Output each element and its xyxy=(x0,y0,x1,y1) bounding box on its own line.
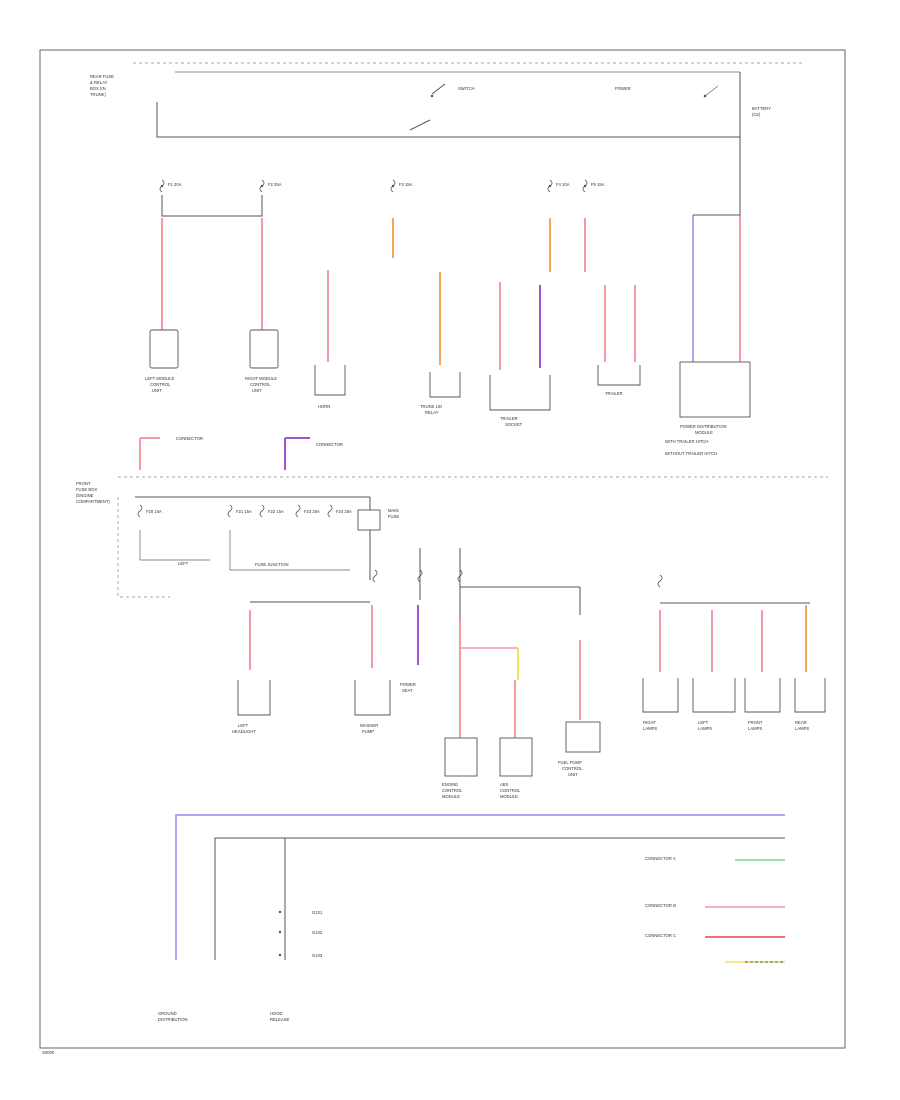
wire-blue xyxy=(175,814,785,960)
svg-text:POWER DISTRIBUTION: POWER DISTRIBUTION xyxy=(680,424,727,429)
svg-text:CONTROL: CONTROL xyxy=(500,788,521,793)
svg-text:F4 10A: F4 10A xyxy=(556,182,570,187)
svg-text:POWER: POWER xyxy=(615,86,631,91)
svg-text:CONNECTOR B: CONNECTOR B xyxy=(645,903,676,908)
horn-label: HORN xyxy=(318,404,330,409)
svg-text:TRAILER: TRAILER xyxy=(500,416,518,421)
svg-text:FUSE: FUSE xyxy=(388,514,399,519)
svg-text:LEFT: LEFT xyxy=(698,720,709,725)
svg-text:RELEASE: RELEASE xyxy=(270,1017,290,1022)
svg-text:G103: G103 xyxy=(312,953,323,958)
svg-text:UNIT: UNIT xyxy=(152,388,162,393)
svg-text:CONTROL: CONTROL xyxy=(442,788,463,793)
svg-text:MODULE: MODULE xyxy=(442,794,460,799)
engine-control-module xyxy=(444,737,478,777)
bottom-section: CONNECTOR A CONNECTOR B CONNECTOR C G101… xyxy=(158,814,785,1022)
svg-text:PUMP: PUMP xyxy=(362,729,374,734)
svg-text:CONNECTOR: CONNECTOR xyxy=(316,442,343,447)
svg-text:F22 15A: F22 15A xyxy=(268,509,284,514)
fuse-f1: F1 20A xyxy=(159,179,182,193)
svg-text:RELAY: RELAY xyxy=(425,410,439,415)
svg-text:HOOD: HOOD xyxy=(270,1011,283,1016)
svg-text:MAIN: MAIN xyxy=(388,508,398,513)
svg-text:F23 20A: F23 20A xyxy=(304,509,320,514)
svg-text:TRUNK LID: TRUNK LID xyxy=(420,404,442,409)
diagram-frame xyxy=(39,49,846,1049)
svg-text:LAMPS: LAMPS xyxy=(698,726,712,731)
fuse-f3: F3 15A xyxy=(390,179,413,193)
svg-text:MODULE: MODULE xyxy=(695,430,713,435)
svg-text:LAMPS: LAMPS xyxy=(643,726,657,731)
note-without-trailer: WITHOUT TRAILER HITCH xyxy=(665,451,717,456)
svg-text:F1 20A: F1 20A xyxy=(168,182,182,187)
svg-text:LEFT: LEFT xyxy=(238,723,249,728)
svg-text:FUEL PUMP: FUEL PUMP xyxy=(558,760,582,765)
relay-box-label: REAR FUSE & RELAY BOX (IN TRUNK) xyxy=(90,74,115,97)
svg-text:TRAILER: TRAILER xyxy=(605,391,623,396)
battery-label: BATTERY (G2) xyxy=(752,106,772,117)
svg-text:SEAT: SEAT xyxy=(402,688,413,693)
svg-text:GROUND: GROUND xyxy=(158,1011,177,1016)
svg-text:ENGINE: ENGINE xyxy=(442,782,458,787)
svg-text:RIGHT MODULE: RIGHT MODULE xyxy=(245,376,277,381)
svg-text:DISTRIBUTION: DISTRIBUTION xyxy=(158,1017,188,1022)
svg-text:POWER: POWER xyxy=(400,682,416,687)
fuse-junction-label: FUSE JUNCTION xyxy=(255,562,289,567)
svg-text:UNIT: UNIT xyxy=(568,772,578,777)
svg-text:LAMPS: LAMPS xyxy=(748,726,762,731)
note-with-trailer: WITH TRAILER HITCH xyxy=(665,439,708,444)
svg-text:F24 25A: F24 25A xyxy=(336,509,352,514)
fuse-f4: F4 10A xyxy=(547,179,570,193)
svg-text:F21 15A: F21 15A xyxy=(236,509,252,514)
svg-text:HEADLIGHT: HEADLIGHT xyxy=(232,729,256,734)
svg-text:LEFT MODULE: LEFT MODULE xyxy=(145,376,174,381)
svg-text:FRONT: FRONT xyxy=(748,720,763,725)
svg-text:F5 15A: F5 15A xyxy=(591,182,605,187)
svg-text:SOCKET: SOCKET xyxy=(505,422,523,427)
power-distribution-module xyxy=(679,361,751,418)
svg-text:RIGHT: RIGHT xyxy=(643,720,656,725)
svg-text:ABS: ABS xyxy=(500,782,509,787)
abs-control-module xyxy=(499,737,533,777)
svg-text:MODULE: MODULE xyxy=(500,794,518,799)
right-module-control-unit xyxy=(249,329,279,369)
svg-text:F20 10A: F20 10A xyxy=(146,509,162,514)
svg-text:CONTROL: CONTROL xyxy=(250,382,271,387)
svg-text:LEFT: LEFT xyxy=(178,561,189,566)
svg-text:LAMPS: LAMPS xyxy=(795,726,809,731)
svg-text:CONTROL: CONTROL xyxy=(150,382,171,387)
svg-text:CONNECTOR: CONNECTOR xyxy=(176,436,203,441)
svg-text:UNIT: UNIT xyxy=(252,388,262,393)
svg-text:CONNECTOR C: CONNECTOR C xyxy=(645,933,676,938)
left-module-control-unit xyxy=(149,329,179,369)
svg-text:G102: G102 xyxy=(312,930,323,935)
front-fuse-box-label: FRONT FUSE BOX (ENGINE COMPARTMENT) xyxy=(76,481,110,504)
svg-text:SWITCH: SWITCH xyxy=(458,86,475,91)
middle-section: CONNECTOR CONNECTOR FRONT FUSE BOX (ENGI… xyxy=(76,436,826,799)
svg-text:F2 25A: F2 25A xyxy=(268,182,282,187)
fuel-pump-control-unit xyxy=(565,721,601,753)
fuse-f5: F5 15A xyxy=(582,179,605,193)
top-section: REAR FUSE & RELAY BOX (IN TRUNK) SWITCH … xyxy=(90,62,805,456)
svg-text:REAR: REAR xyxy=(795,720,807,725)
svg-text:CONTROL: CONTROL xyxy=(562,766,583,771)
fuse-f2: F2 25A xyxy=(259,179,282,193)
svg-text:G101: G101 xyxy=(312,910,323,915)
svg-text:CONNECTOR A: CONNECTOR A xyxy=(645,856,676,861)
diagram-code: S0000 xyxy=(42,1050,55,1055)
svg-text:F3 15A: F3 15A xyxy=(399,182,413,187)
svg-text:WASHER: WASHER xyxy=(360,723,378,728)
